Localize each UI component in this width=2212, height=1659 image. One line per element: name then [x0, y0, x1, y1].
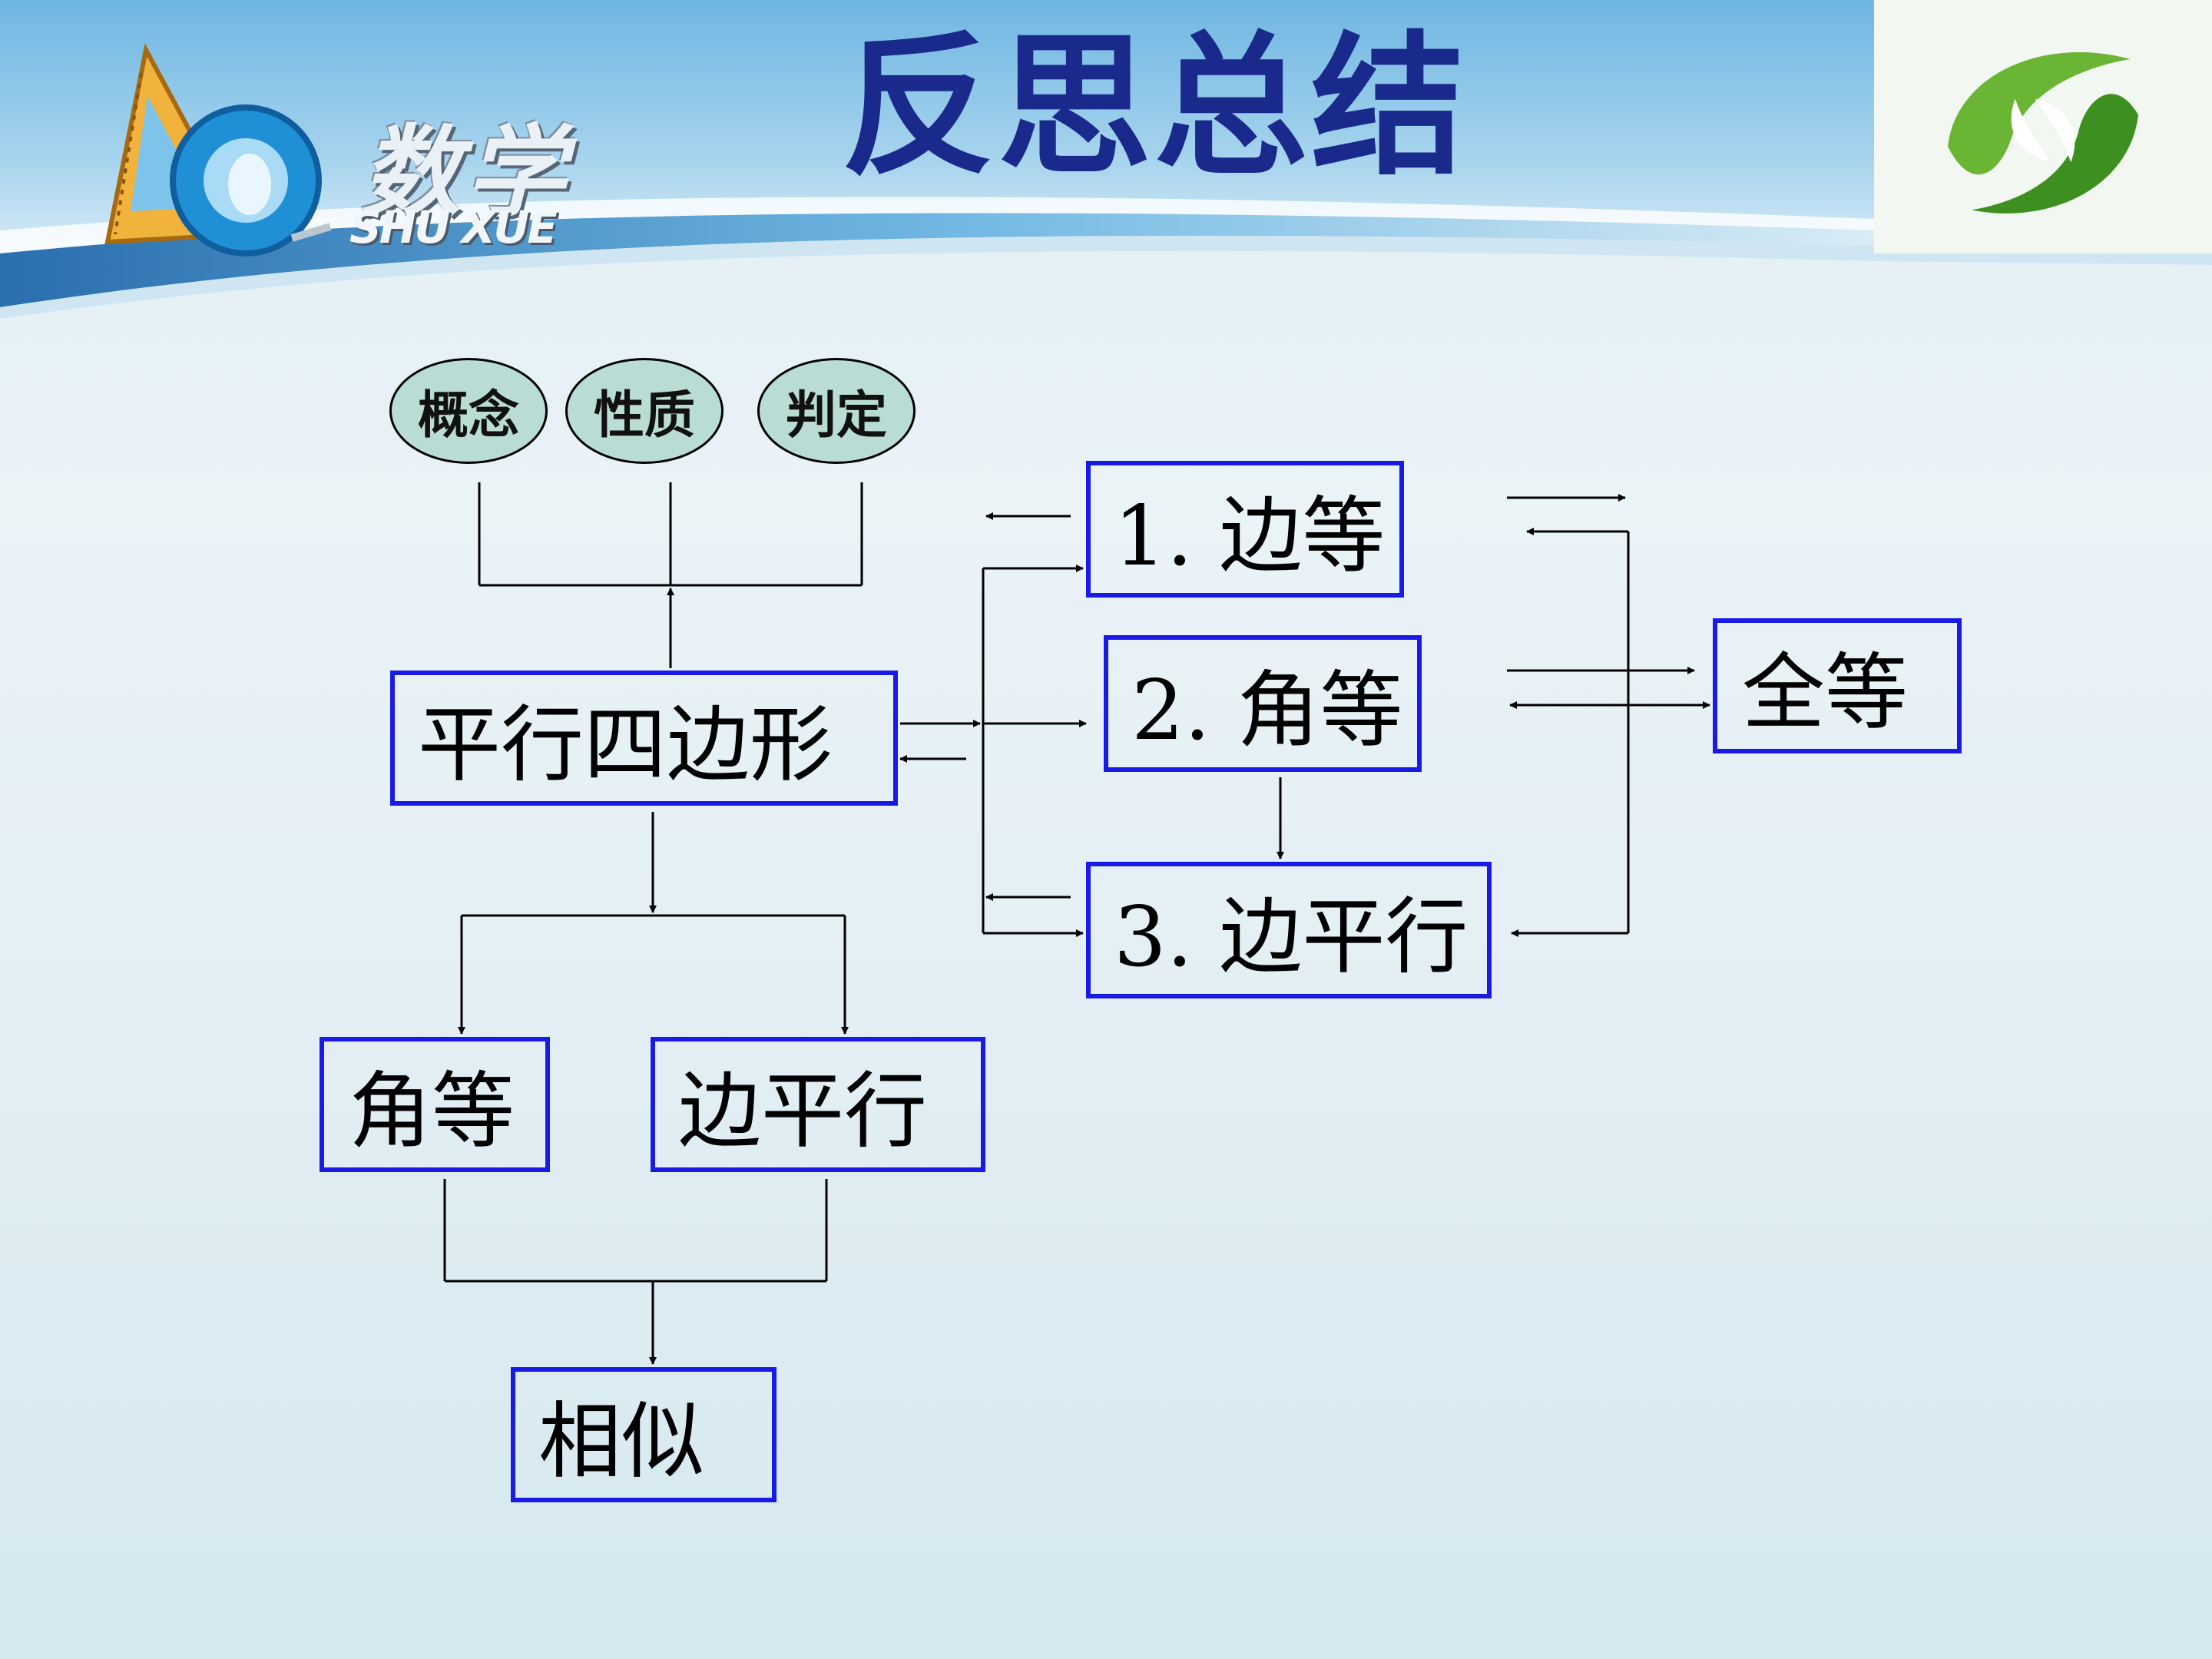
triangle-ruler-tape-icon	[104, 43, 332, 257]
logo-panel	[1874, 0, 2212, 253]
green-leaf-logo-icon	[1948, 51, 2138, 214]
node-angle-equal: 角等	[320, 1037, 550, 1172]
page-title: 反思总结	[841, 18, 1469, 197]
node-parallelogram: 平行四边形	[390, 671, 898, 806]
node-similar: 相似	[511, 1367, 777, 1502]
node-congruent: 全等	[1713, 618, 1962, 753]
node-condition-side-parallel: 3. 边平行	[1086, 862, 1492, 998]
brand-subtitle: SHU XUE	[349, 201, 558, 253]
node-condition-angle-equal: 2. 角等	[1104, 635, 1422, 772]
header-banner	[0, 0, 2212, 319]
brand-title: 数学	[361, 114, 571, 231]
node-concept: 概念	[389, 358, 548, 464]
node-property: 性质	[565, 358, 724, 464]
node-condition-side-equal: 1. 边等	[1086, 461, 1404, 598]
node-side-parallel: 边平行	[651, 1037, 985, 1172]
node-criterion: 判定	[757, 358, 916, 464]
